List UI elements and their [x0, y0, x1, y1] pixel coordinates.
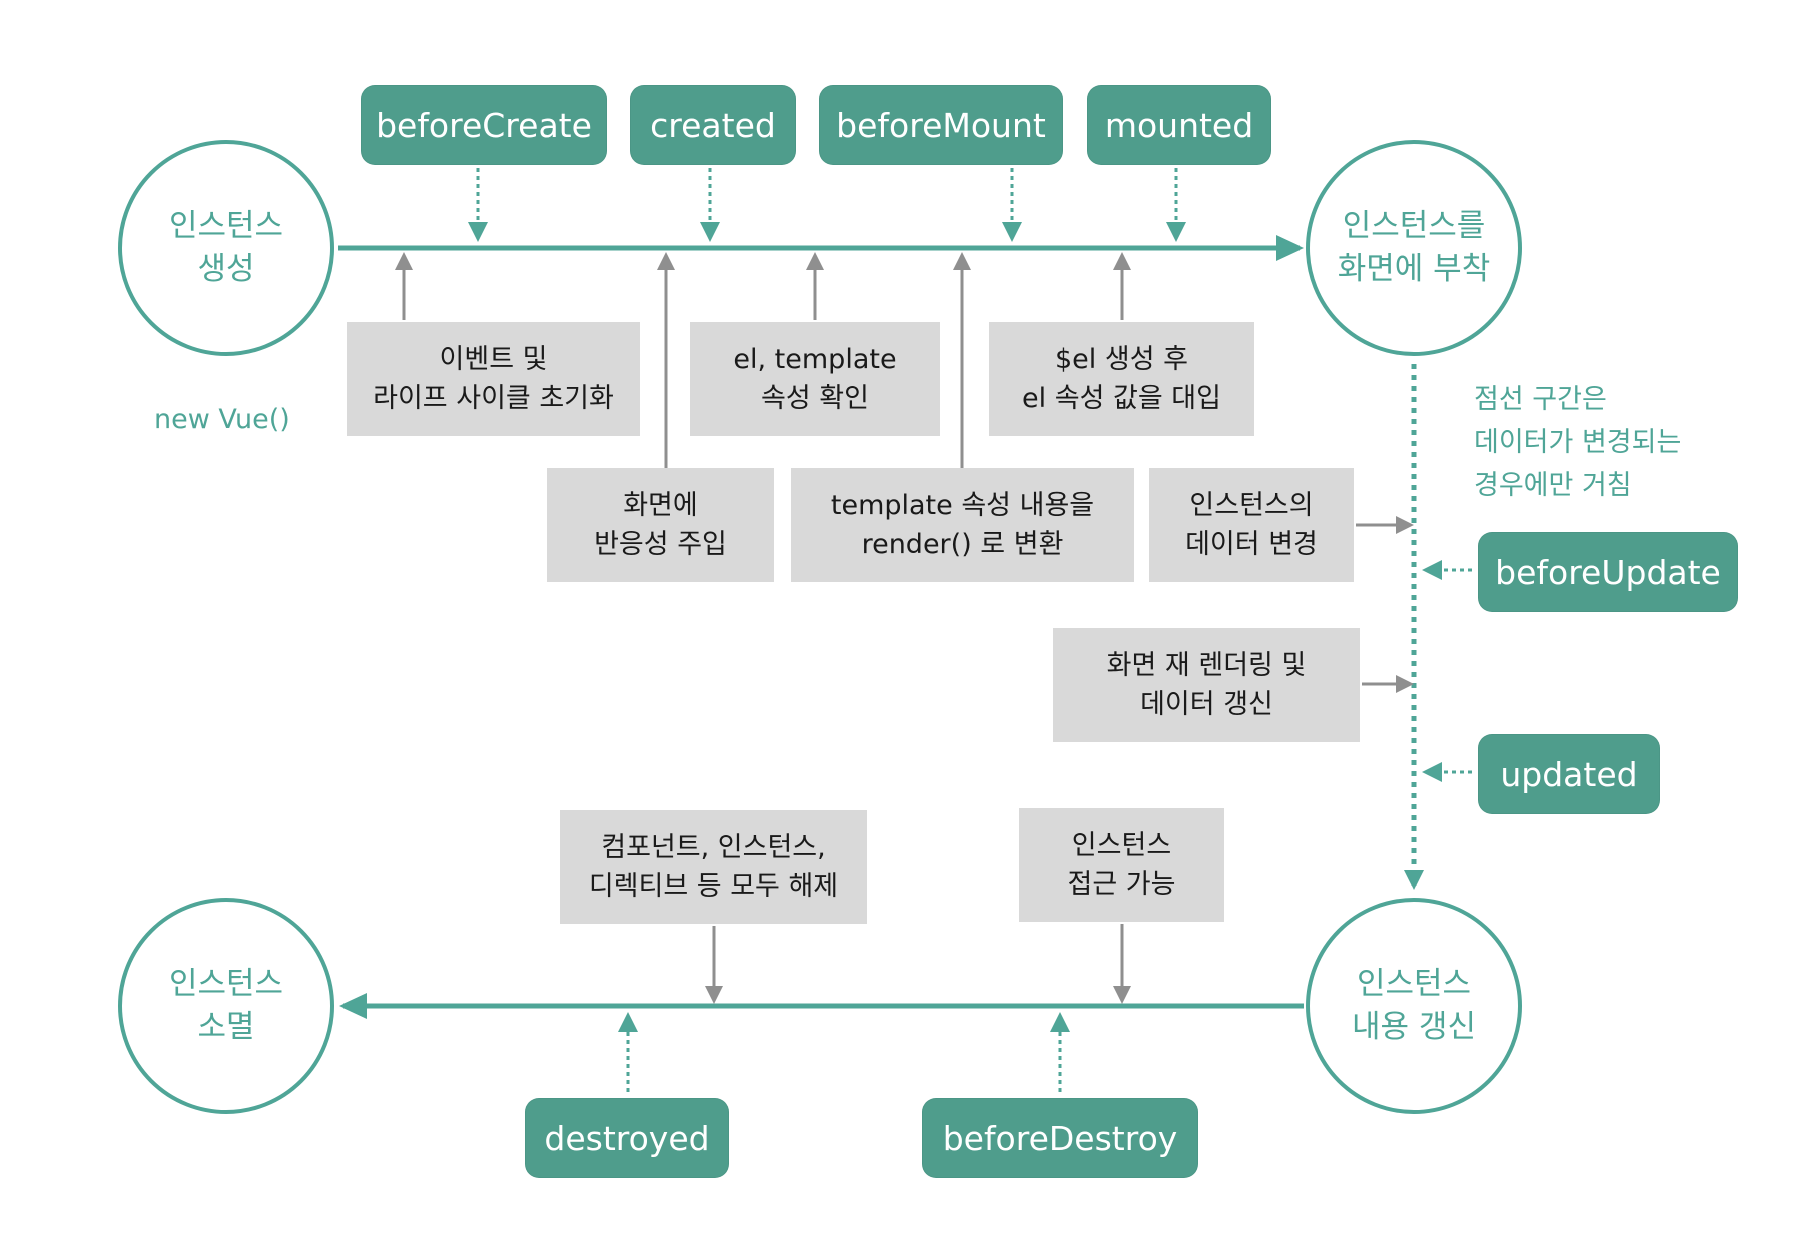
note-assign-el: $el 생성 후 el 속성 값을 대입 [989, 322, 1254, 436]
dotted-section-caption: 점선 구간은 데이터가 변경되는 경우에만 거침 [1474, 384, 1682, 501]
state-update-circle: 인스턴스 내용 갱신 [1306, 898, 1522, 1114]
hook-updated: updated [1478, 734, 1660, 814]
hook-created: created [630, 85, 796, 165]
hook-destroyed: destroyed [525, 1098, 729, 1178]
note-check-template: el, template 속성 확인 [690, 322, 940, 436]
note-rerender: 화면 재 렌더링 및 데이터 갱신 [1053, 628, 1360, 742]
note-teardown: 컴포넌트, 인스턴스, 디렉티브 등 모두 해제 [560, 810, 867, 924]
hook-beforeCreate: beforeCreate [361, 85, 607, 165]
note-data-change: 인스턴스의 데이터 변경 [1149, 468, 1354, 582]
state-attach-label: 인스턴스를 화면에 부착 [1337, 208, 1491, 287]
hook-beforeUpdate: beforeUpdate [1478, 532, 1738, 612]
state-create-label: 인스턴스 생성 [168, 208, 284, 287]
state-attach-circle: 인스턴스를 화면에 부착 [1306, 140, 1522, 356]
state-destroy-circle: 인스턴스 소멸 [118, 898, 334, 1114]
state-destroy-label: 인스턴스 소멸 [168, 966, 284, 1045]
new-vue-label: new Vue() [154, 404, 290, 435]
state-update-label: 인스턴스 내용 갱신 [1352, 966, 1476, 1045]
note-still-accessible: 인스턴스 접근 가능 [1019, 808, 1224, 922]
note-inject-reactivity: 화면에 반응성 주입 [547, 468, 774, 582]
hook-beforeMount: beforeMount [819, 85, 1063, 165]
hook-mounted: mounted [1087, 85, 1271, 165]
note-init-events: 이벤트 및 라이프 사이클 초기화 [347, 322, 640, 436]
hook-beforeDestroy: beforeDestroy [922, 1098, 1198, 1178]
state-create-circle: 인스턴스 생성 [118, 140, 334, 356]
note-template-to-render: template 속성 내용을 render() 로 변환 [791, 468, 1134, 582]
